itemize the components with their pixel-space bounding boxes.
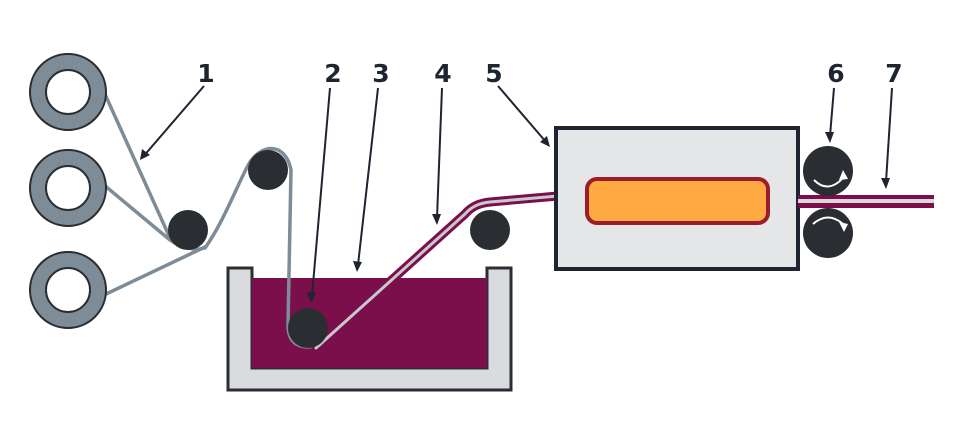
spool-top: [29, 53, 107, 131]
profile-core: [798, 199, 934, 203]
leader-7-arrowhead: [881, 178, 890, 189]
arrowhead-icon: [839, 170, 848, 180]
puller: [803, 146, 853, 258]
impregnated-strand: [311, 191, 563, 353]
rollers: [168, 150, 510, 348]
exit-roller: [470, 210, 510, 250]
leader-4: [436, 87, 443, 219]
callout-label-5: 5: [485, 59, 502, 88]
rotation-arrow-icon: [813, 177, 844, 188]
callout-label-4: 4: [434, 59, 451, 88]
immersion-roller: [288, 308, 328, 348]
puller-roller-bottom: [803, 208, 853, 258]
heater-element: [585, 177, 770, 225]
leader-2: [311, 87, 331, 297]
leader-2-arrowhead: [307, 292, 316, 303]
fiber-spools: [29, 53, 107, 329]
guide-roller-1: [168, 210, 208, 250]
fiber-strand-bottom: [102, 245, 207, 297]
arrowhead-icon: [839, 222, 848, 232]
spool-bottom: [29, 251, 107, 329]
callout-label-7: 7: [885, 59, 902, 88]
rotation-arrow-icon: [812, 216, 844, 225]
callout-label-1: 1: [197, 59, 214, 88]
leader-5: [497, 85, 547, 143]
wet-strand-core: [314, 194, 560, 350]
leader-1: [141, 85, 205, 159]
callout-labels: 1 2 3 4 5 6 7: [197, 59, 902, 88]
guide-roller-2: [248, 150, 288, 190]
puller-roller-top: [803, 146, 853, 196]
callout-label-6: 6: [827, 59, 844, 88]
leader-3-arrowhead: [353, 261, 362, 272]
leader-4-arrowhead: [432, 214, 441, 225]
fiber-strand-middle: [102, 183, 172, 242]
leader-7: [885, 87, 893, 183]
spool-middle: [29, 149, 107, 227]
leader-5-arrowhead: [540, 136, 550, 147]
pultruded-profile: [798, 195, 934, 208]
leader-6-arrowhead: [825, 132, 834, 143]
leader-lines: [140, 85, 893, 303]
leader-3: [357, 87, 379, 266]
resin-bath: [226, 266, 513, 392]
leader-6: [829, 87, 835, 137]
fiber-strands: [102, 90, 324, 349]
heated-die: [554, 126, 800, 271]
fiber-strand-top: [102, 90, 172, 240]
callout-label-3: 3: [372, 59, 389, 88]
leader-1-arrowhead: [140, 149, 150, 160]
callout-label-2: 2: [324, 59, 341, 88]
